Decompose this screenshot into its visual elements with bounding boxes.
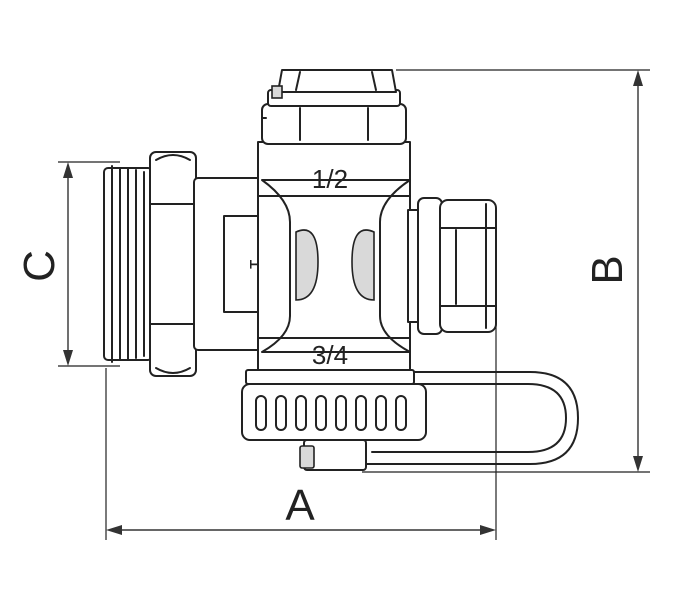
side-size-marking: 1 [245,258,267,269]
knurl-grooves [255,395,407,431]
c-arrow-top [63,162,73,178]
bottom-knurled-ring [241,369,427,441]
dimension-label-b: B [583,255,632,284]
valve-body: 1/2 3/4 [257,141,411,373]
b-arrow-bottom [633,456,643,472]
top-size-marking: 1/2 [312,164,348,194]
dimension-label-c: C [15,250,64,282]
c-arrow-bottom [63,350,73,366]
a-arrow-left [106,525,122,535]
dimension-label-a: A [285,481,315,530]
a-arrow-right [480,525,496,535]
drain-stub [299,439,367,471]
top-nut [261,69,407,145]
b-arrow-top [633,70,643,86]
dimension-lines [58,69,650,540]
left-threaded-connector: 1 [103,151,267,377]
bottom-size-marking: 3/4 [312,340,348,370]
handle-loop [365,371,579,465]
right-side-cap [407,197,497,335]
